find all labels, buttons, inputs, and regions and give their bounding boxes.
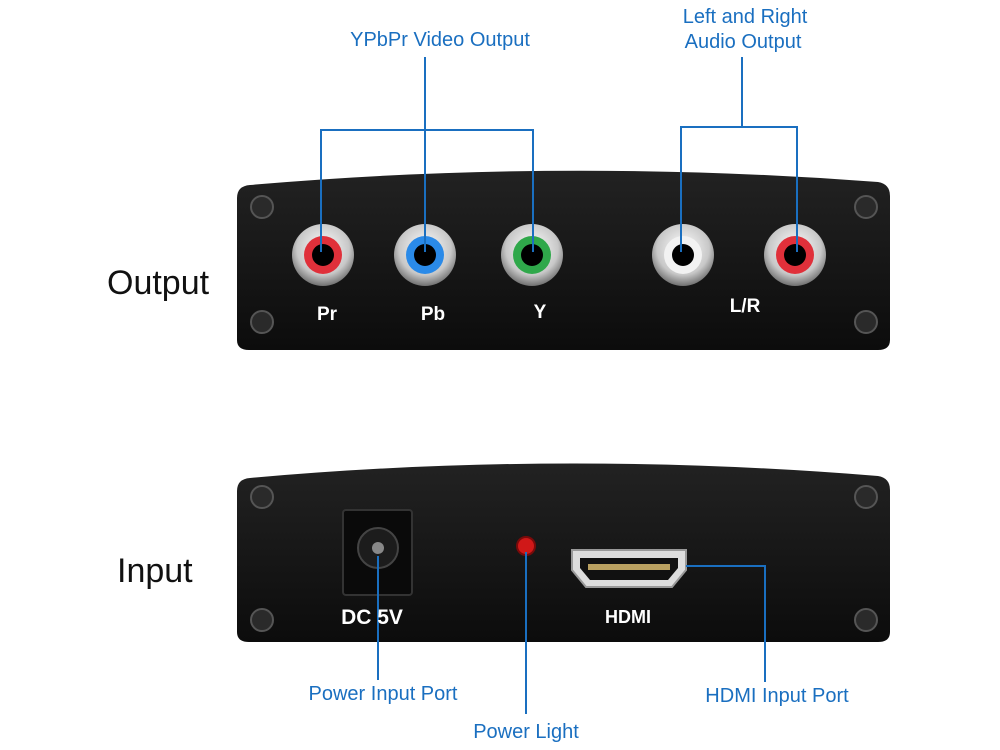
output-panel <box>237 170 890 350</box>
hdmi-input-port-callout: HDMI Input Port <box>705 685 849 707</box>
port-label-lr: L/R <box>729 296 761 317</box>
rca-jack-y <box>501 224 563 286</box>
hdmi-port <box>571 549 687 588</box>
output-side-label: Output <box>107 264 210 302</box>
callout-lines <box>320 57 798 714</box>
audio-output-callout-line2: Audio Output <box>684 31 802 53</box>
dc-jack <box>342 509 413 596</box>
audio-output-callout-line1: Left and Right <box>682 6 808 28</box>
input-side-label: Input <box>117 552 193 590</box>
port-label-hdmi: HDMI <box>605 607 651 627</box>
port-label-dc: DC 5V <box>341 606 403 629</box>
rca-jack-left <box>652 224 714 286</box>
port-label-pr: Pr <box>316 304 338 325</box>
rca-jack-pr <box>292 224 354 286</box>
video-output-callout: YPbPr Video Output <box>350 29 530 51</box>
screw-icons <box>250 195 878 632</box>
power-input-port-callout: Power Input Port <box>308 683 458 705</box>
rca-jack-right <box>764 224 826 286</box>
rca-jack-pb <box>394 224 456 286</box>
port-label-y: Y <box>533 302 547 323</box>
power-light-callout: Power Light <box>473 721 579 743</box>
port-label-pb: Pb <box>420 304 446 325</box>
input-panel <box>237 463 890 642</box>
